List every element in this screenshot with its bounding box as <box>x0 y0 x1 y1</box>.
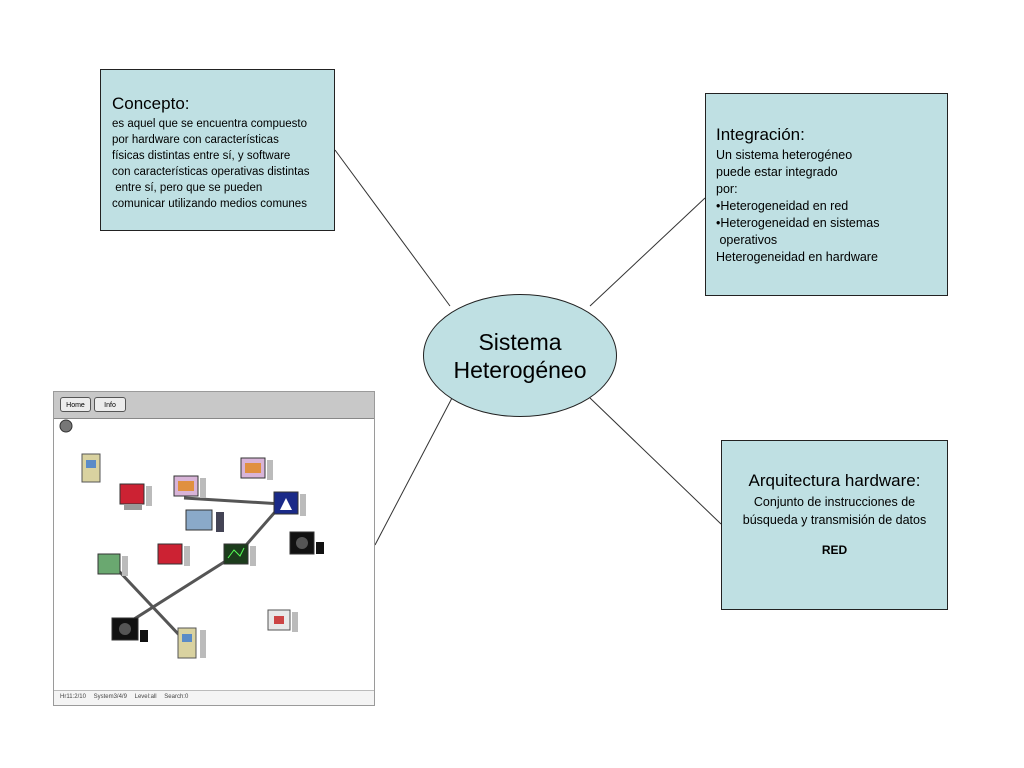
integracion-box: Integración: Un sistema heterogéneo pued… <box>705 93 948 296</box>
connector-concepto <box>334 149 451 307</box>
workstation-icon <box>97 553 128 576</box>
network-link <box>183 496 283 506</box>
central-node-line2: Heterogéneo <box>453 356 587 383</box>
workstation-icon <box>240 457 273 480</box>
arquitectura-line: búsqueda y transmisión de datos <box>742 513 927 527</box>
server-icon <box>81 453 101 483</box>
monitor-icon <box>267 609 298 632</box>
network-topology <box>59 419 324 659</box>
connector-arquitectura <box>589 397 722 525</box>
network-status-bar: Hr11:2/10 System3/4/9 Level:all Search:0 <box>54 690 374 705</box>
concepto-line: entre sí, pero que se pueden <box>112 182 263 194</box>
concepto-line: con características operativas distintas <box>112 166 310 178</box>
integracion-line: operativos <box>716 233 778 247</box>
integracion-line: •Heterogeneidad en red <box>716 199 849 213</box>
status-field: Hr11:2/10 <box>60 694 86 700</box>
network-link <box>114 566 184 640</box>
monitor-icon <box>223 543 256 566</box>
server-icon <box>177 627 206 659</box>
central-node: Sistema Heterogéneo <box>423 294 617 417</box>
concepto-line: es aquel que se encuentra compuesto <box>112 118 307 130</box>
status-field: System3/4/9 <box>93 694 127 700</box>
arquitectura-title: Arquitectura hardware: <box>748 471 921 490</box>
integracion-line: puede estar integrado <box>716 165 838 179</box>
integracion-line: por: <box>716 182 738 196</box>
workstation-icon <box>119 483 152 510</box>
concepto-line: físicas distintas entre sí, y software <box>112 150 291 162</box>
network-toolbar: Home Info <box>54 392 374 419</box>
concepto-line: por hardware con características <box>112 134 279 146</box>
workstation-icon <box>273 491 306 516</box>
central-node-line1: Sistema <box>478 328 562 355</box>
status-field: Level:all <box>134 694 157 700</box>
connector-network-image <box>374 397 453 546</box>
workstation-icon <box>173 475 206 498</box>
integracion-title: Integración: <box>716 125 805 144</box>
network-screenshot: Home Info <box>53 391 375 706</box>
monitor-icon <box>185 509 224 532</box>
toolbar-button: Home <box>60 397 91 412</box>
concepto-box: Concepto: es aquel que se encuentra comp… <box>100 69 335 231</box>
integracion-line: •Heterogeneidad en sistemas <box>716 216 880 230</box>
concepto-title: Concepto: <box>112 94 190 113</box>
concepto-line: comunicar utilizando medios comunes <box>112 198 307 210</box>
toolbar-button: Info <box>94 397 126 412</box>
arquitectura-box: Arquitectura hardware: Conjunto de instr… <box>721 440 948 610</box>
status-field: Search:0 <box>164 694 189 700</box>
workstation-icon <box>157 543 190 566</box>
globe-icon <box>59 419 73 433</box>
connector-integracion <box>589 197 706 307</box>
integracion-line: Un sistema heterogéneo <box>716 148 853 162</box>
camera-icon <box>111 617 148 642</box>
integracion-line: Heterogeneidad en hardware <box>716 250 878 264</box>
network-link <box>119 550 241 630</box>
arquitectura-line: Conjunto de instrucciones de <box>753 495 916 509</box>
red-label: RED <box>821 543 848 557</box>
camera-icon <box>289 531 324 555</box>
